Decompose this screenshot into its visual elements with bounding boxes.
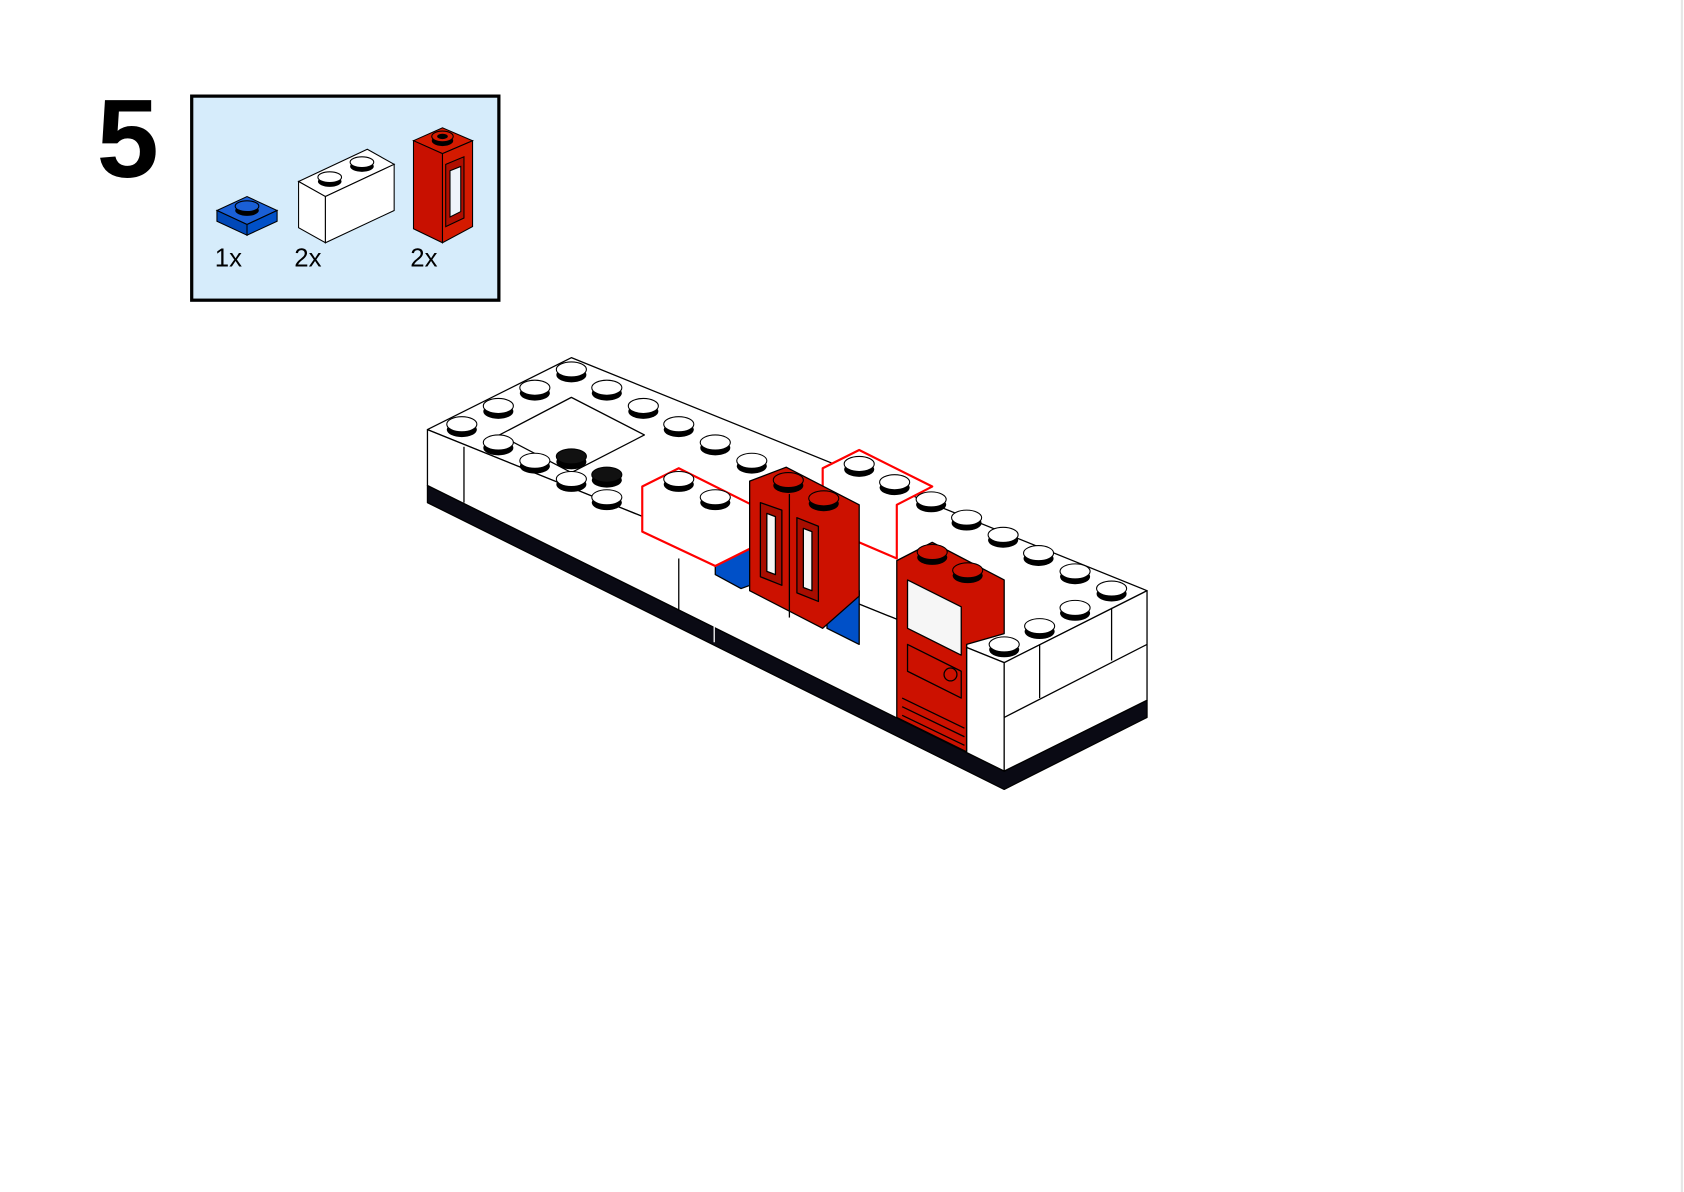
stud-icon — [591, 379, 623, 401]
stud-icon — [1059, 599, 1091, 621]
page-edge-divider — [1680, 0, 1683, 1192]
stud-icon — [915, 491, 947, 513]
parts-list-panel: 1x 2x 2x — [190, 94, 501, 302]
stud-icon — [555, 470, 587, 492]
parts-illustrations — [215, 127, 474, 244]
stud-icon — [663, 470, 695, 492]
stud-icon — [1022, 545, 1055, 566]
stud-icon — [591, 466, 623, 488]
stud-icon — [843, 455, 875, 477]
step-number: 5 — [96, 77, 159, 202]
red-door — [896, 541, 1005, 753]
stud-icon — [555, 448, 587, 470]
stud-icon — [736, 452, 768, 474]
white-brick-1x2-icon — [297, 148, 396, 244]
stud-icon — [1096, 580, 1128, 602]
stud-icon — [808, 490, 840, 512]
stud-icon — [952, 562, 984, 584]
part-qty: 2x — [410, 243, 438, 273]
stud-icon — [772, 472, 804, 493]
stud-icon — [699, 434, 731, 456]
red-window-frame-icon — [412, 127, 474, 244]
stud-icon — [591, 489, 623, 511]
stud-icon — [1059, 563, 1091, 585]
stud-icon — [482, 397, 514, 419]
stud-icon — [987, 526, 1019, 548]
stud-icon — [988, 636, 1020, 658]
stud-icon — [879, 474, 911, 496]
stud-icon — [519, 452, 551, 474]
stud-icon — [699, 489, 731, 511]
stud-icon — [446, 416, 478, 438]
stud-icon — [663, 416, 695, 438]
stud-icon — [482, 434, 514, 456]
part-qty: 2x — [294, 243, 322, 273]
stud-icon — [627, 397, 659, 419]
stud-icon — [519, 379, 551, 401]
stud-icon — [916, 543, 948, 565]
part-qty: 1x — [214, 243, 243, 273]
stud-icon — [951, 509, 983, 531]
blue-plate-1x1-icon — [215, 195, 279, 237]
stud-icon — [1024, 618, 1056, 640]
stud-icon — [555, 361, 587, 383]
